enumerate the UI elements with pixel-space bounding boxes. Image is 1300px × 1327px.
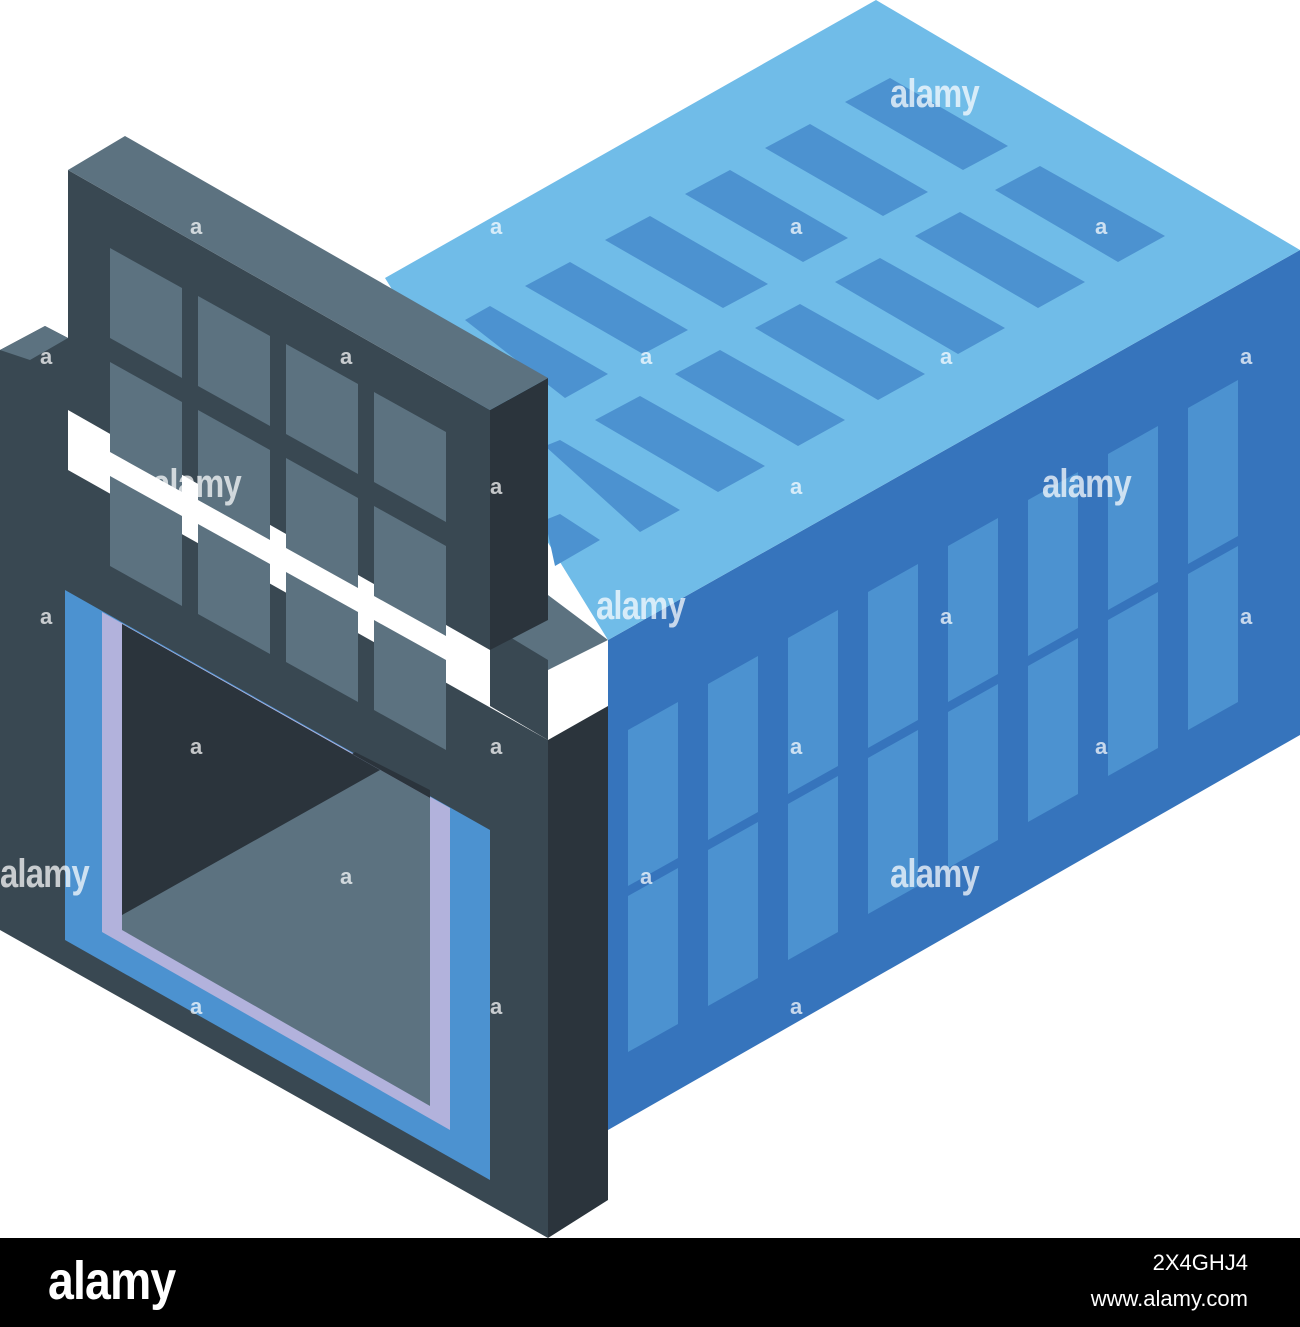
front-frame-side: [548, 706, 608, 1238]
image-id: 2X4GHJ4: [1152, 1250, 1248, 1275]
sign-board-top: [68, 136, 548, 410]
right-pillar-face: [490, 625, 548, 740]
sign-board-grid: [110, 248, 446, 750]
footer-logo: alamy: [48, 1251, 176, 1311]
entrance-back-wall: [122, 624, 380, 915]
roof-panels: [465, 78, 1165, 566]
building-illustration: [0, 0, 1300, 1238]
side-windows: [628, 380, 1238, 1052]
sign-board-side: [490, 378, 548, 650]
footer-url: www.alamy.com: [1090, 1286, 1248, 1311]
front-frame-top: [0, 326, 68, 360]
footer-bar: alamy 2X4GHJ4 www.alamy.com: [0, 1238, 1300, 1327]
